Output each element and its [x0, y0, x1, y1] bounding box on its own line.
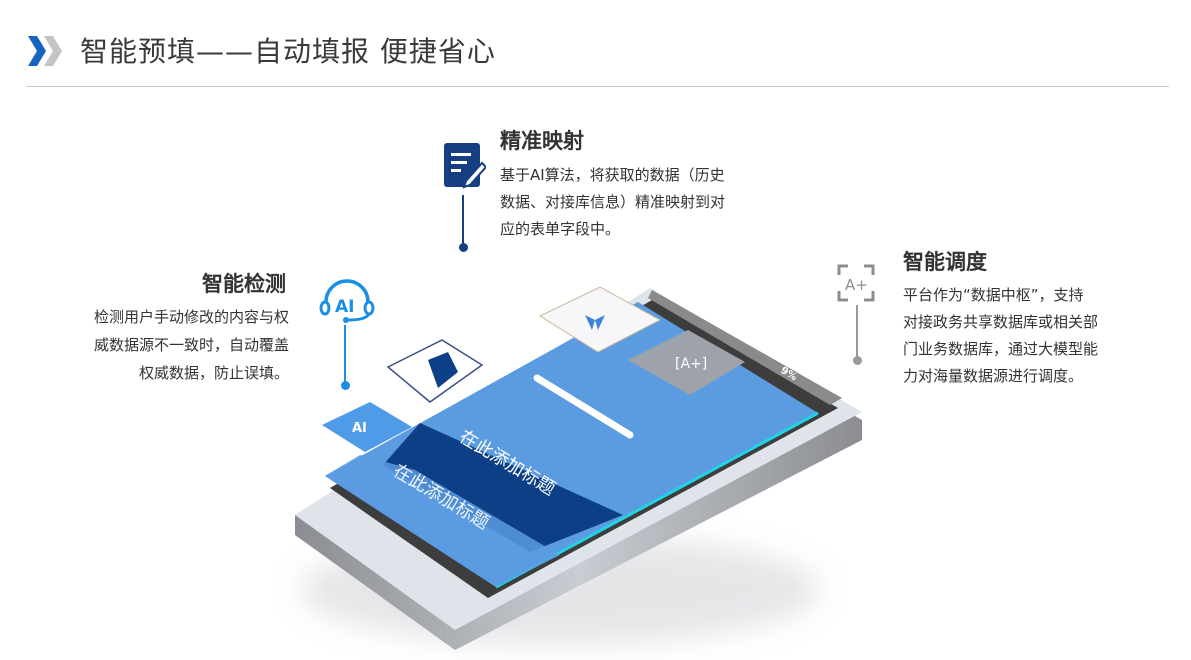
description-line: 数据、对接库信息）精准映射到对	[500, 193, 726, 211]
feature-title: 精准映射	[500, 129, 584, 153]
connector-dot	[459, 243, 468, 252]
ai-scan-card-icon: [A+]	[675, 356, 707, 372]
connector-line	[856, 305, 858, 357]
description-line: 门业务数据库，通过大模型能	[903, 340, 1099, 358]
feature-title: 智能检测	[202, 272, 286, 296]
description-line: 对接政务共享数据库或相关部	[903, 313, 1099, 331]
description-line: 基于AI算法，将获取的数据（历史	[500, 166, 725, 184]
user-icon	[585, 315, 605, 330]
headset-card-icon: AI	[352, 421, 367, 436]
connector-dot	[341, 381, 350, 390]
description-line: 威数据源不一致时，自动覆盖	[93, 336, 289, 354]
chevron-right-icon	[28, 36, 62, 66]
feature-description: 检测用户手动修改的内容与权 威数据源不一致时，自动覆盖 权威数据，防止误填。	[94, 303, 289, 387]
document-edit-icon	[444, 143, 486, 189]
feature-description: 平台作为“数据中枢”，支持 对接政务共享数据库或相关部 门业务数据库，通过大模型…	[903, 282, 1098, 390]
ai-headset-icon: AI	[319, 279, 375, 323]
status-bar	[648, 290, 842, 405]
edit-card-icon	[428, 352, 458, 388]
description-line: 平台作为“数据中枢”，支持	[903, 286, 1084, 304]
description-line: 应的表单字段中。	[500, 220, 621, 238]
feature-title: 智能调度	[903, 250, 987, 274]
description-line: 权威数据，防止误填。	[138, 364, 289, 382]
connector-line	[462, 195, 464, 245]
connector-dot	[853, 356, 862, 365]
header-divider	[26, 86, 1169, 87]
card-ai-scan	[628, 330, 745, 395]
connector-line	[344, 325, 346, 383]
screen-slider	[533, 374, 634, 439]
page-title: 智能预填——自动填报 便捷省心	[80, 35, 496, 68]
card-headset	[322, 402, 412, 452]
feature-description: 基于AI算法，将获取的数据（历史 数据、对接库信息）精准映射到对 应的表单字段中…	[500, 162, 725, 243]
screen-navy-band	[383, 423, 623, 552]
description-line: 检测用户手动修改的内容与权	[93, 308, 289, 326]
svg-text:A+: A+	[845, 276, 868, 294]
description-line: 力对海量数据源进行调度。	[903, 367, 1084, 385]
svg-text:AI: AI	[335, 297, 354, 317]
ai-scan-icon: A+	[837, 264, 875, 302]
